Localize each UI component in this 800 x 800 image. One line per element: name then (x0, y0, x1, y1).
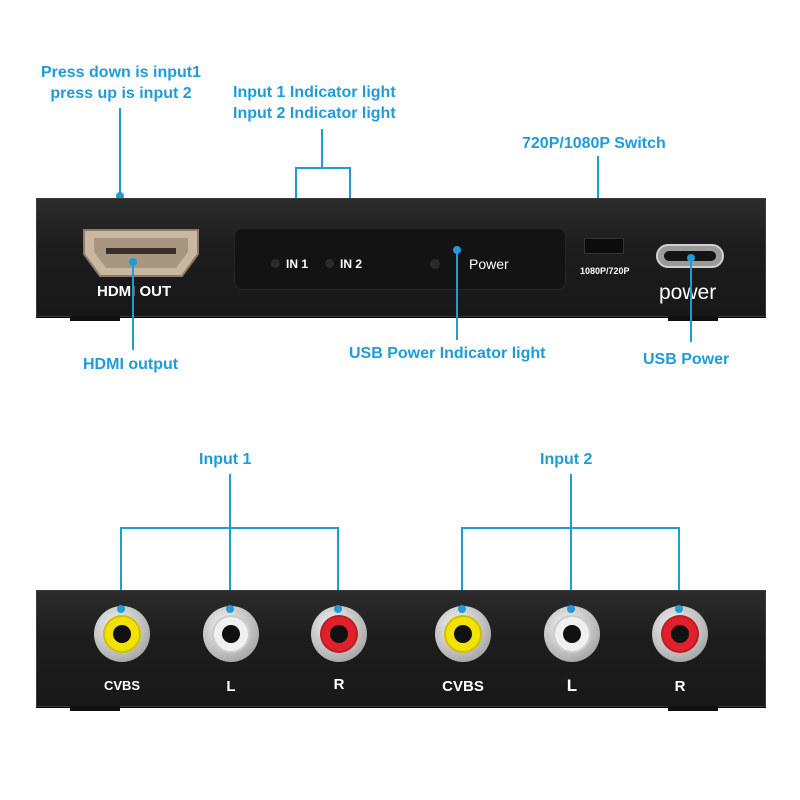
input-switch-callout-line2: press up is input 2 (50, 85, 192, 102)
hdmi-out-label: HDMI OUT (97, 283, 172, 300)
leader-line (690, 258, 692, 342)
input1-callout: Input 1 (199, 451, 252, 468)
leader-line (120, 527, 339, 529)
leader-line (570, 474, 572, 609)
input1-led (271, 259, 280, 268)
leader-dot (117, 605, 125, 613)
indicator-callout-line2: Input 2 Indicator light (233, 105, 396, 122)
power-port-label: power (659, 281, 717, 304)
rca-jack-label: R (674, 678, 686, 695)
device-foot (668, 706, 718, 711)
rca-jack-ring (444, 615, 482, 653)
leader-line (229, 474, 231, 609)
rca-jack[interactable] (435, 606, 491, 662)
leader-line (295, 167, 351, 169)
bottom-device-body (36, 590, 766, 707)
device-foot (668, 316, 718, 321)
rca-jack-ring (661, 615, 699, 653)
rca-jack-ring (212, 615, 250, 653)
res-switch-callout: 720P/1080P Switch (522, 135, 666, 152)
input2-callout: Input 2 (540, 451, 593, 468)
indicator-callout: Input 1 Indicator light Input 2 Indicato… (233, 82, 396, 124)
leader-line (321, 129, 323, 169)
rca-jack-hole (330, 625, 348, 643)
rca-jack-hole (563, 625, 581, 643)
rca-jack-label: CVBS (103, 678, 141, 693)
device-foot (70, 316, 120, 321)
indicator-callout-line1: Input 1 Indicator light (233, 84, 396, 101)
rca-jack[interactable] (203, 606, 259, 662)
usb-indicator-callout: USB Power Indicator light (349, 345, 546, 362)
leader-dot (116, 192, 124, 200)
rca-jack-hole (671, 625, 689, 643)
leader-dot (567, 605, 575, 613)
rca-jack[interactable] (544, 606, 600, 662)
leader-line (120, 527, 122, 609)
usb-power-callout: USB Power (643, 351, 730, 368)
power-led-label: Power (469, 256, 509, 272)
rca-jack[interactable] (311, 606, 367, 662)
rca-jack-label: R (333, 676, 345, 693)
rca-jack-label: L (566, 676, 578, 695)
rca-jack-hole (222, 625, 240, 643)
leader-line (678, 527, 680, 609)
indicator-window (234, 228, 566, 290)
in1-label: IN 1 (286, 257, 309, 271)
rca-jack-ring (103, 615, 141, 653)
input2-led (325, 259, 334, 268)
rca-jack-ring (553, 615, 591, 653)
rca-jack-ring (320, 615, 358, 653)
leader-line (337, 527, 339, 609)
hdmi-output-callout: HDMI output (83, 356, 179, 373)
leader-line (461, 527, 680, 529)
leader-line (132, 262, 134, 350)
rca-jack-hole (113, 625, 131, 643)
leader-dot (226, 605, 234, 613)
leader-dot (458, 605, 466, 613)
leader-dot (334, 605, 342, 613)
leader-dot (675, 605, 683, 613)
power-led (430, 259, 440, 269)
leader-line (119, 108, 121, 196)
leader-line (456, 250, 458, 340)
hdmi-port-icon (83, 229, 199, 277)
in2-label: IN 2 (340, 257, 363, 271)
resolution-switch-label: 1080P/720P (580, 266, 630, 276)
rca-jack-label: L (226, 678, 236, 695)
leader-line (461, 527, 463, 609)
resolution-switch[interactable] (584, 238, 624, 254)
rca-jack[interactable] (652, 606, 708, 662)
input-switch-callout: Press down is input1 press up is input 2 (30, 62, 212, 104)
rca-jack-label: CVBS (442, 678, 484, 695)
input-switch-callout-line1: Press down is input1 (40, 64, 202, 81)
rca-jack-hole (454, 625, 472, 643)
rca-jack[interactable] (94, 606, 150, 662)
device-foot (70, 706, 120, 711)
